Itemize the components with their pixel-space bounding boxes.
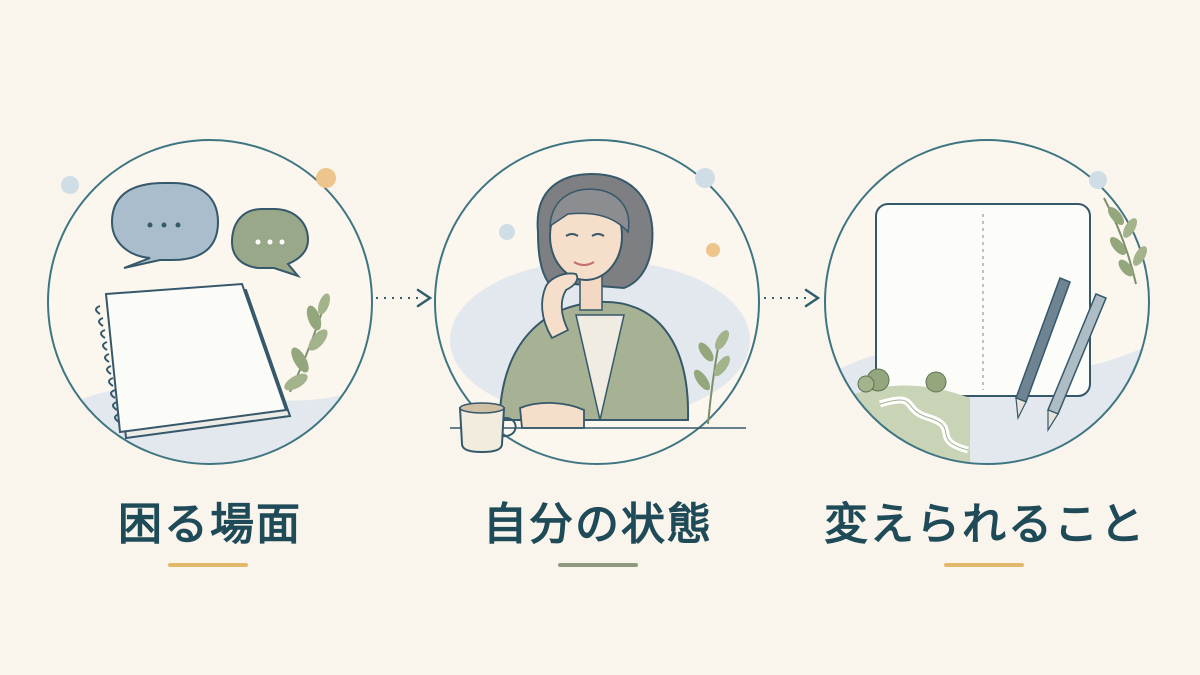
step-3-circle-outline	[824, 139, 1150, 465]
step-2-circle-outline	[434, 139, 760, 465]
accent-dot	[695, 168, 715, 188]
coffee-mug-icon	[458, 402, 517, 454]
step-3-underline	[944, 563, 1024, 567]
step-2-illustration	[434, 139, 760, 465]
speech-bubble-icon	[230, 208, 310, 279]
arrow-right-icon	[376, 288, 433, 308]
step-3-illustration	[824, 139, 1150, 465]
step-3-label: 変えられること	[824, 499, 1146, 550]
leaf-sprig-icon	[284, 293, 331, 393]
leaf-sprig-icon	[693, 330, 731, 425]
accent-dot	[706, 243, 720, 257]
step-1-circle-outline	[47, 139, 373, 465]
woman-figure	[499, 172, 690, 429]
step-2-underline	[558, 563, 638, 567]
step-1-underline	[168, 563, 248, 567]
pen-icon	[1047, 293, 1107, 433]
speech-bubble-icon	[110, 182, 220, 269]
notebook-icon	[95, 282, 292, 440]
accent-dot	[499, 224, 515, 240]
accent-dot	[1089, 171, 1107, 189]
leaf-sprig-icon	[1103, 197, 1147, 285]
arrow-right-icon	[764, 288, 821, 308]
accent-dot	[316, 168, 336, 188]
step-2-label: 自分の状態	[483, 499, 713, 550]
accent-dot	[61, 176, 79, 194]
step-1-illustration	[47, 139, 373, 465]
pen-icon	[1015, 277, 1071, 421]
step-1-label: 困る場面	[118, 499, 302, 550]
